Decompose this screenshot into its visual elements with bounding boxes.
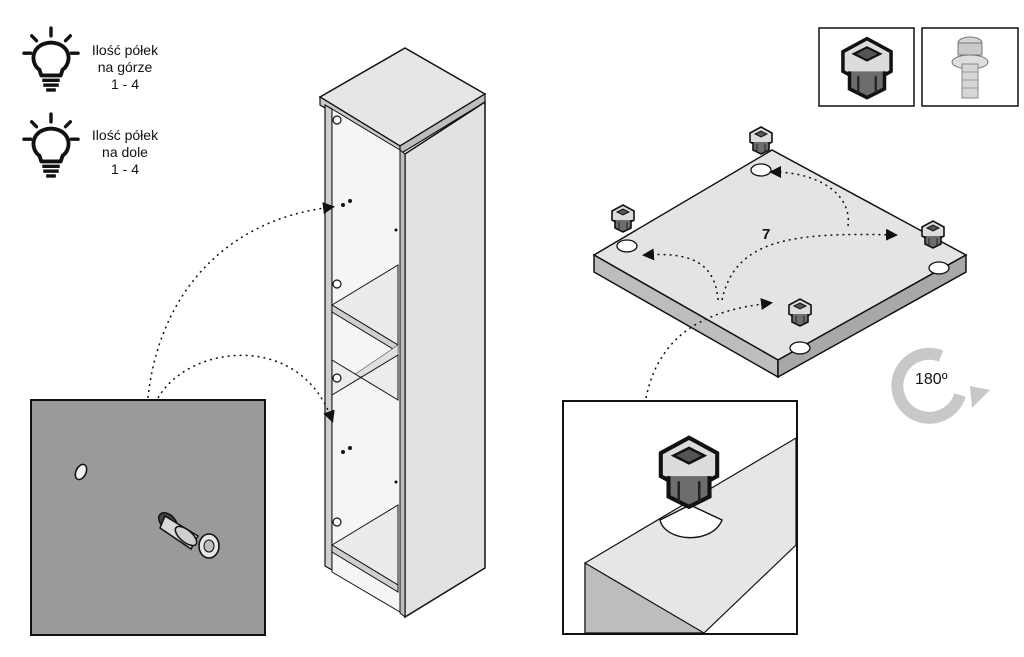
tip-top-line2: na górze xyxy=(97,59,153,75)
shelf-panel xyxy=(592,149,968,379)
tip-bottom-line1: Ilość półek xyxy=(91,127,159,143)
connector-detail xyxy=(562,400,798,635)
connector-icon-back xyxy=(749,126,773,155)
arrow-to-back-connector xyxy=(769,166,849,227)
tip-bottom-range: 1 - 4 xyxy=(110,161,139,177)
hardware-box-pin xyxy=(921,27,1019,107)
tip-bottom-shelf-count: Ilość półek na dole 1 - 4 xyxy=(70,127,180,178)
connector-icon-front xyxy=(788,298,812,327)
hardware-box-connector xyxy=(818,27,915,107)
tip-top-range: 1 - 4 xyxy=(110,76,139,92)
connector-icon-right xyxy=(921,220,945,249)
connector-quantity-label: 7 xyxy=(762,226,771,243)
cabinet-illustration xyxy=(318,47,487,619)
arrow-to-left-connector xyxy=(642,248,719,301)
arrow-to-front-connector xyxy=(645,298,773,399)
rotation-label: 180º xyxy=(915,371,948,388)
rotate-arrow-icon xyxy=(891,347,990,424)
tip-top-line1: Ilość półek xyxy=(91,42,159,58)
arrow-to-upper-pin xyxy=(147,202,335,399)
tip-top-shelf-count: Ilość półek na górze 1 - 4 xyxy=(70,42,180,93)
shelf-pin-detail xyxy=(30,399,266,636)
tip-bottom-line2: na dole xyxy=(102,144,148,160)
connector-icon-left xyxy=(611,204,635,233)
